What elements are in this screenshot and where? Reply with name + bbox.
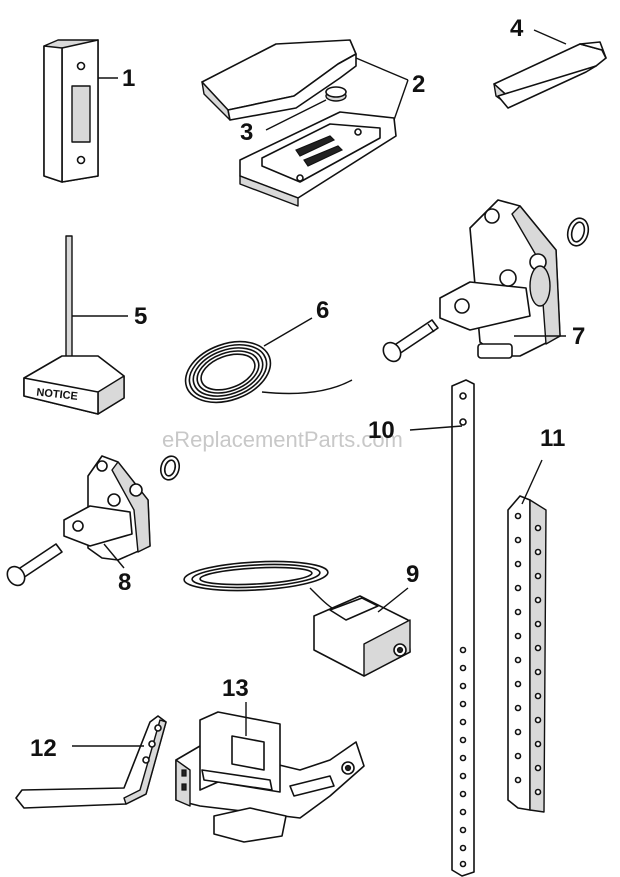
callouts: 1 2 3 4 5 6 7 8 9 10 11 12 13 — [30, 15, 585, 762]
part-safety-sensor — [183, 560, 411, 677]
part-door-bracket — [439, 199, 561, 359]
callout-5: 5 — [134, 303, 147, 330]
part-ring-fastener-7 — [566, 217, 590, 247]
watermark: eReplacementParts.com — [162, 427, 403, 452]
callout-2: 2 — [412, 71, 425, 98]
callout-7: 7 — [572, 323, 585, 350]
leader-11 — [521, 459, 543, 505]
part-remote-housing — [201, 39, 397, 207]
callout-1: 1 — [122, 65, 135, 92]
notice-plate-label: NOTICE — [36, 387, 79, 403]
part-door-arm — [15, 715, 167, 809]
leader-8 — [103, 543, 125, 569]
part-door-control-button — [43, 39, 99, 183]
leader-4 — [533, 29, 567, 45]
leader-lines — [72, 29, 567, 747]
callout-4: 4 — [510, 15, 524, 42]
callout-10: 10 — [368, 417, 395, 444]
part-mounting-bracket — [175, 711, 365, 843]
callout-8: 8 — [118, 569, 131, 596]
part-flat-strap — [451, 379, 475, 877]
leader-6 — [263, 317, 313, 347]
callout-12: 12 — [30, 735, 57, 762]
leader-10 — [409, 425, 463, 431]
part-bell-wire-coil — [184, 340, 353, 404]
part-header-bracket — [63, 455, 151, 561]
part-angle-iron — [507, 495, 547, 813]
callout-13: 13 — [222, 675, 249, 702]
callout-3: 3 — [240, 119, 253, 146]
leader-9 — [377, 587, 409, 613]
part-ring-fastener-8 — [159, 455, 181, 481]
callout-11: 11 — [540, 425, 565, 452]
part-notice-tag: NOTICE — [23, 235, 125, 415]
part-clevis-pin-8 — [6, 543, 63, 587]
leader-3 — [265, 99, 327, 131]
part-visor-clip — [493, 41, 607, 109]
part-clevis-pin-7 — [382, 319, 439, 363]
callout-6: 6 — [316, 297, 329, 324]
callout-9: 9 — [406, 561, 419, 588]
part-battery — [325, 86, 347, 102]
leader-2 — [355, 57, 409, 121]
